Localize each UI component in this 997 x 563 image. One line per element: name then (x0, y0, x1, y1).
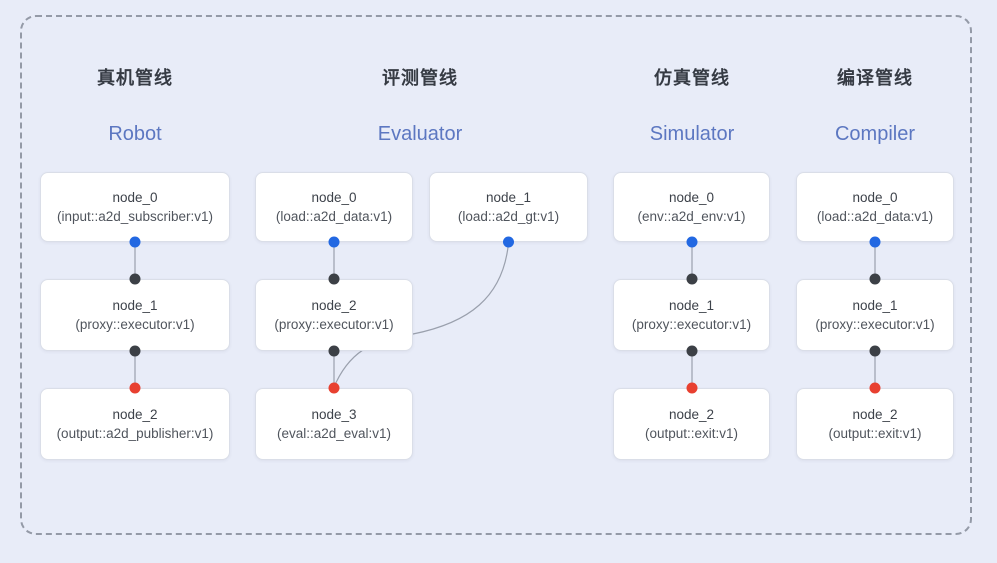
node-type: (load::a2d_data:v1) (275, 208, 393, 224)
node-type: (output::exit:v1) (644, 425, 739, 441)
node-name: node_1 (668, 298, 715, 313)
node-type: (output::a2d_publisher:v1) (56, 425, 214, 441)
pipeline-title-en: Evaluator (377, 123, 463, 145)
node-name: node_1 (112, 298, 158, 313)
node-name: node_0 (311, 190, 357, 205)
node-name: node_2 (668, 407, 715, 422)
pipeline-title-en: Robot (108, 123, 162, 145)
node-type: (load::a2d_data:v1) (816, 208, 934, 224)
node-card: node_3(eval::a2d_eval:v1) (255, 388, 413, 460)
node-name: node_0 (668, 190, 715, 205)
node-type: (proxy::executor:v1) (274, 316, 394, 332)
pipeline-title-en: Compiler (834, 123, 916, 145)
node-type: (output::exit:v1) (828, 425, 922, 441)
node-name: node_3 (311, 407, 357, 422)
node-name: node_1 (485, 190, 532, 205)
node-card: node_1(proxy::executor:v1) (40, 279, 230, 351)
node-type: (load::a2d_gt:v1) (457, 208, 560, 224)
node-name: node_0 (852, 190, 898, 205)
node-card: node_0(input::a2d_subscriber:v1) (40, 172, 230, 242)
node-card: node_2(output::exit:v1) (796, 388, 954, 460)
node-card: node_0(load::a2d_data:v1) (255, 172, 413, 242)
node-card: node_1(load::a2d_gt:v1) (429, 172, 588, 242)
node-name: node_2 (852, 407, 898, 422)
pipeline-title-cn: 真机管线 (97, 68, 173, 88)
node-name: node_2 (112, 407, 158, 422)
node-card: node_2(proxy::executor:v1) (255, 279, 413, 351)
node-type: (input::a2d_subscriber:v1) (56, 208, 214, 224)
node-type: (proxy::executor:v1) (75, 316, 195, 332)
node-type: (proxy::executor:v1) (815, 316, 935, 332)
pipeline-title-cn: 评测管线 (382, 68, 458, 88)
node-card: node_2(output::a2d_publisher:v1) (40, 388, 230, 460)
pipeline-title-cn: 编译管线 (837, 68, 913, 88)
node-card: node_0(load::a2d_data:v1) (796, 172, 954, 242)
node-name: node_0 (112, 190, 158, 205)
pipeline-title-cn: 仿真管线 (654, 68, 730, 88)
node-card: node_2(output::exit:v1) (613, 388, 770, 460)
node-card: node_0(env::a2d_env:v1) (613, 172, 770, 242)
node-name: node_1 (852, 298, 898, 313)
node-card: node_1(proxy::executor:v1) (613, 279, 770, 351)
node-card: node_1(proxy::executor:v1) (796, 279, 954, 351)
node-type: (eval::a2d_eval:v1) (276, 425, 392, 441)
node-type: (proxy::executor:v1) (631, 316, 752, 332)
node-type: (env::a2d_env:v1) (637, 208, 746, 224)
pipeline-title-en: Simulator (649, 123, 735, 145)
node-name: node_2 (311, 298, 357, 313)
